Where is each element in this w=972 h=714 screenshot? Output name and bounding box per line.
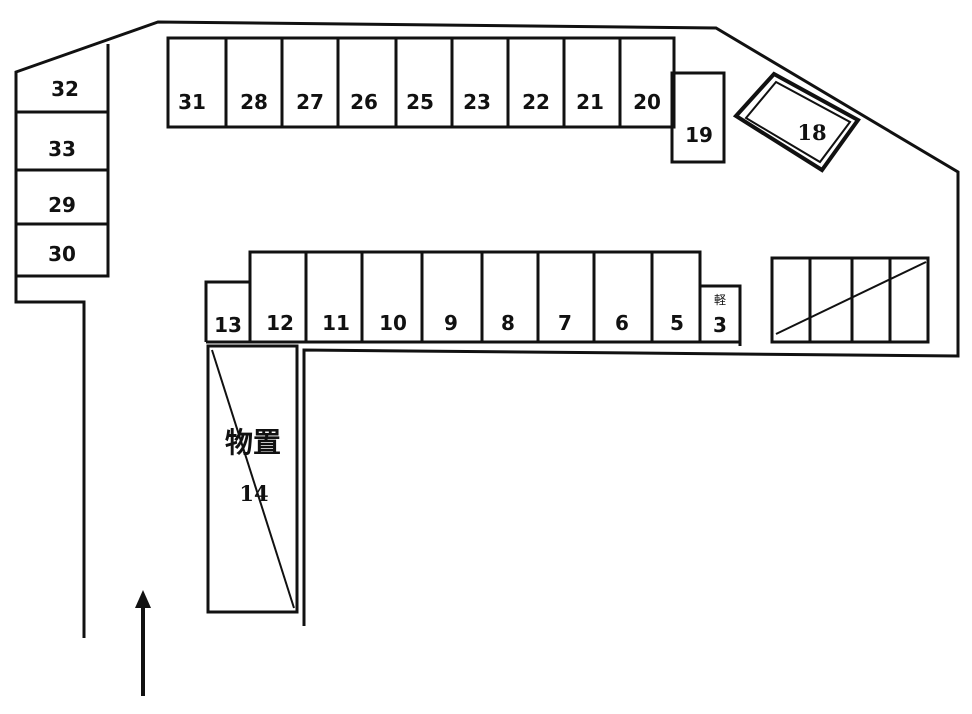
stall-19-label: 19	[685, 123, 713, 147]
stall-20-label: 20	[633, 90, 661, 114]
middle-stall-row: 13 12 11 10 9 8 7 6 5 軽 3	[204, 250, 742, 346]
stall-8-label: 8	[501, 311, 515, 335]
storage-label: 物置	[225, 426, 281, 459]
top-stall-row: 31 28 27 26 25 23 22 21 20	[166, 36, 676, 129]
stall-7-label: 7	[558, 311, 572, 335]
stall-32-label: 32	[51, 77, 79, 101]
stall-5-label: 5	[670, 311, 684, 335]
left-stall-column: 32 33 29 30	[16, 44, 110, 278]
stall-18: 18	[732, 71, 861, 173]
stall-31-label: 31	[178, 90, 206, 114]
stall-26-label: 26	[350, 90, 378, 114]
stall-29-label: 29	[48, 193, 76, 217]
stall-30-label: 30	[48, 242, 76, 266]
stall-10-label: 10	[379, 311, 407, 335]
stall-25-label: 25	[406, 90, 434, 114]
stall-21-label: 21	[576, 90, 604, 114]
stall-11-label: 11	[322, 311, 350, 335]
stall-27-label: 27	[296, 90, 324, 114]
stall-33-label: 33	[48, 137, 76, 161]
crossed-out-stalls	[770, 256, 930, 344]
stall-9-label: 9	[444, 311, 458, 335]
stall-28-label: 28	[240, 90, 268, 114]
stall-6-label: 6	[615, 311, 629, 335]
stall-13-label: 13	[214, 313, 242, 337]
stall-3-label: 3	[713, 313, 727, 337]
storage-number: 14	[239, 481, 268, 506]
stall-19: 19	[670, 71, 726, 164]
up-arrow-icon	[135, 590, 151, 696]
stall-22-label: 22	[522, 90, 550, 114]
stall-12-label: 12	[266, 311, 294, 335]
stall-23-label: 23	[463, 90, 491, 114]
stall-18-label: 18	[797, 120, 826, 145]
lot-boundary	[14, 20, 960, 638]
stall-3-note: 軽	[714, 293, 726, 307]
storage-14: 物置 14	[206, 344, 299, 614]
